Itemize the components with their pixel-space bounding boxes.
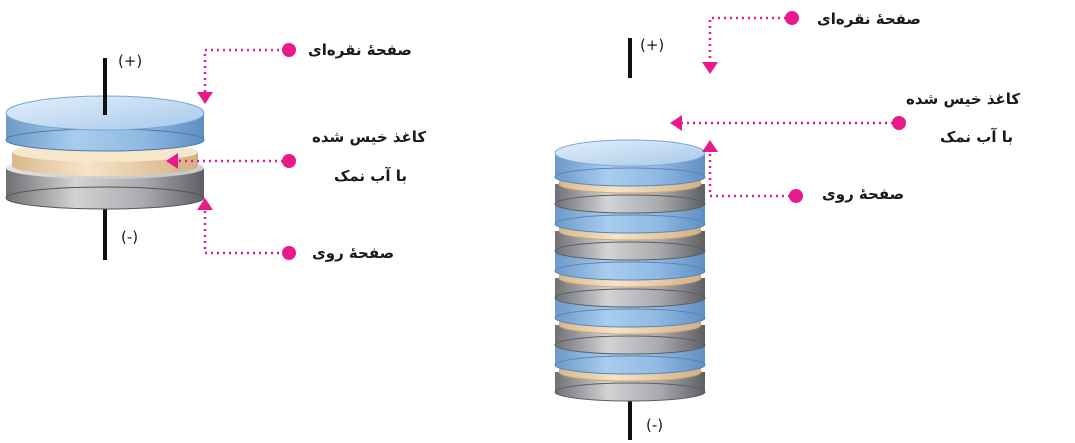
stack-paper-label-line2: با آب نمک xyxy=(940,128,1013,146)
stack-zinc-plate-pointer xyxy=(702,140,803,203)
stack-paper-pointer xyxy=(670,115,906,131)
stack-silver-layer xyxy=(554,139,706,187)
stacked-cell xyxy=(554,11,906,440)
zinc-plate-pointer xyxy=(197,198,296,260)
single-silver-plate-label: صفحهٔ نقره‌ای xyxy=(308,41,412,59)
single-paper-label-line1: کاغذ خیس شده xyxy=(312,128,427,146)
single-positive-sign: (+) xyxy=(118,52,143,70)
single-cell xyxy=(5,43,296,260)
stack-silver-plate-pointer xyxy=(702,11,799,74)
single-paper-label-line2: با آب نمک xyxy=(334,167,407,185)
single-zinc-plate-label: صفحهٔ روی xyxy=(312,244,395,262)
stack-silver-plate-label: صفحهٔ نقره‌ای xyxy=(817,10,921,28)
stack-zinc-plate-label: صفحهٔ روی xyxy=(822,185,905,203)
stack-negative-sign: (-) xyxy=(646,416,664,434)
silver-plate-pointer xyxy=(197,43,296,104)
stack-paper-label-line1: کاغذ خیس شده xyxy=(906,90,1021,108)
single-negative-sign: (-) xyxy=(121,228,139,246)
stack-positive-sign: (+) xyxy=(640,36,665,54)
paper-pointer xyxy=(166,153,296,169)
